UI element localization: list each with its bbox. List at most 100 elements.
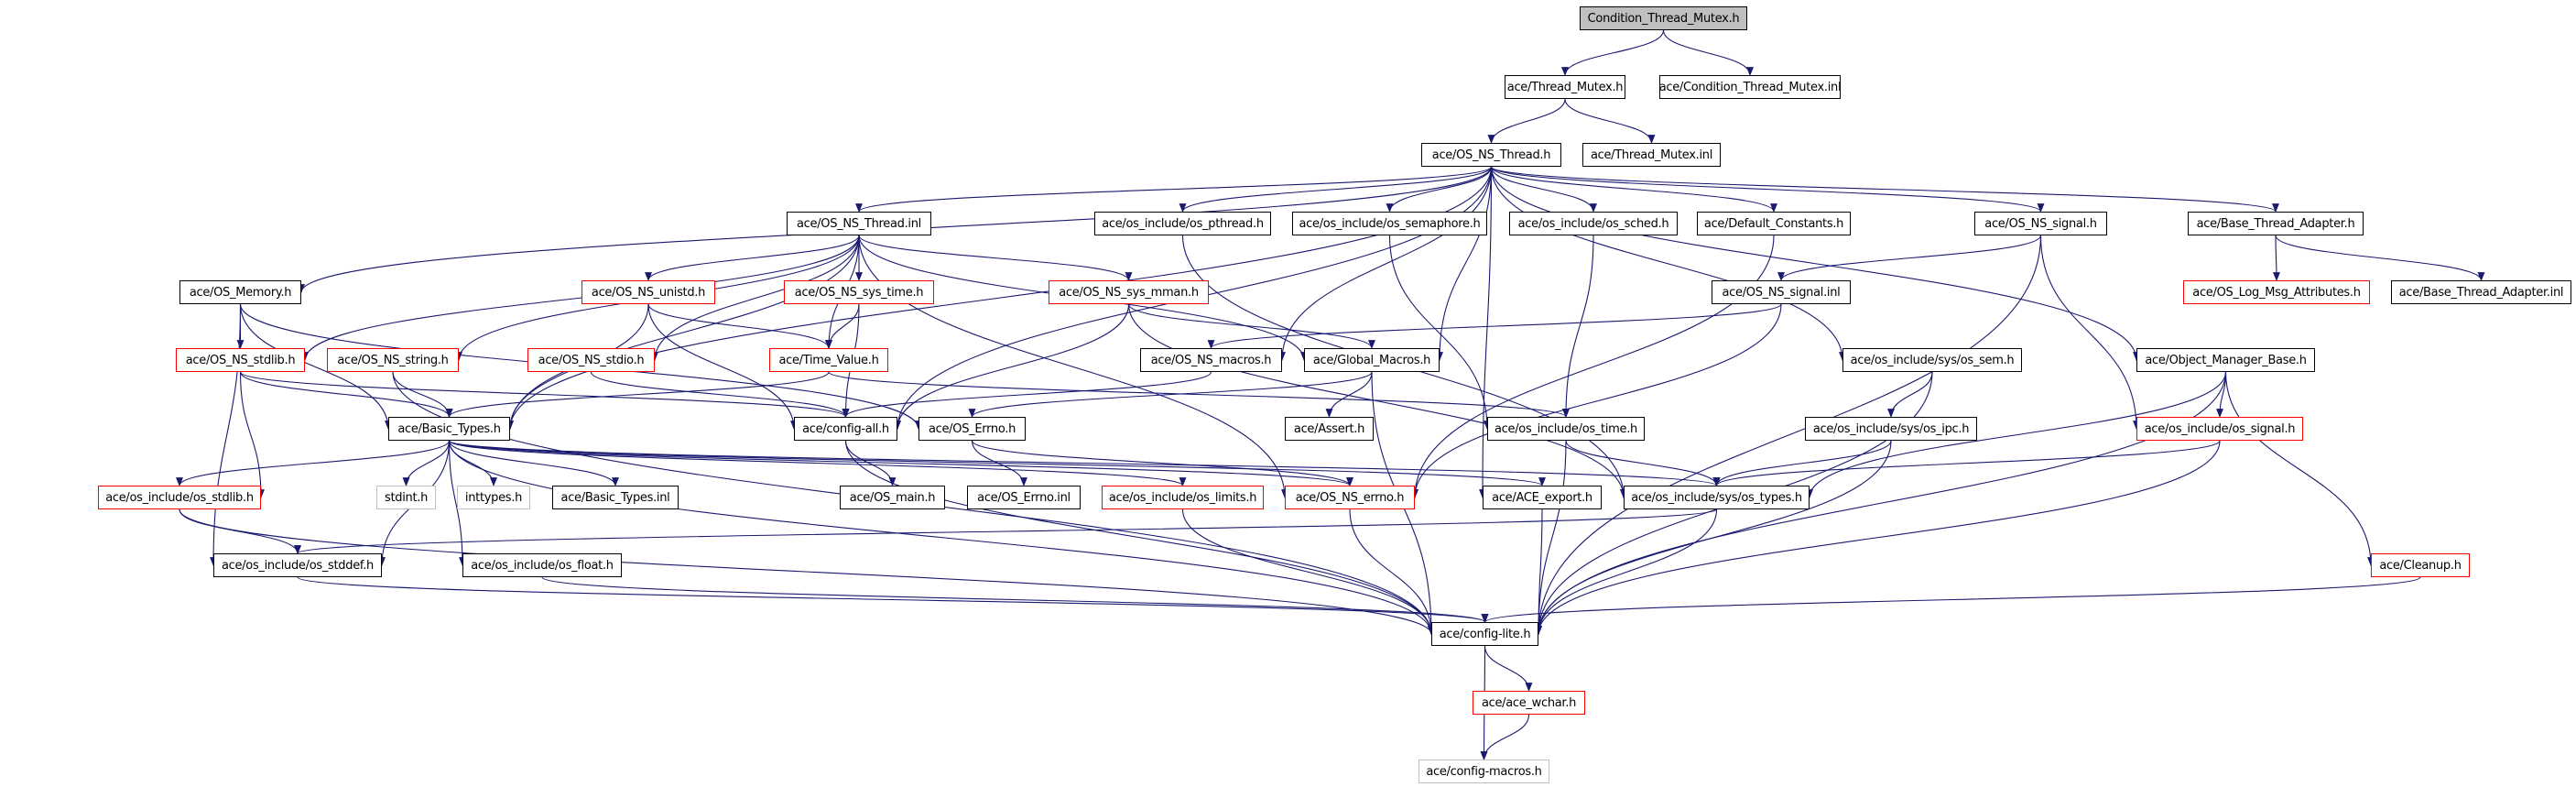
- graph-node-bta-h[interactable]: ace/Base_Thread_Adapter.h: [2188, 212, 2364, 235]
- edge-nsstdlib-to-configall: [239, 371, 850, 418]
- edge-timeval-to-basictypes: [445, 371, 830, 418]
- edge-basictypes-to-stdint: [402, 440, 451, 486]
- edge-basictypes-to-bt_inl: [448, 440, 619, 486]
- graph-node-stdint[interactable]: stdint.h: [376, 486, 436, 509]
- graph-node-oserrno[interactable]: ace/OS_Errno.h: [918, 417, 1026, 441]
- edge-tm_h-to-osnst_h: [1487, 98, 1566, 144]
- graph-node-osfloat[interactable]: ace/os_include/os_float.h: [462, 553, 622, 577]
- edge-basictypes-to-oslimits: [448, 440, 1187, 486]
- graph-node-ctm-h[interactable]: Condition_Thread_Mutex.h: [1580, 6, 1747, 30]
- edge-ossignal-to-configlite: [1535, 440, 2221, 635]
- graph-node-nsstdio[interactable]: ace/OS_NS_stdio.h: [527, 348, 655, 372]
- graph-node-aceexport[interactable]: ace/ACE_export.h: [1483, 486, 1602, 509]
- edge-sysmman-to-configall: [894, 303, 1130, 430]
- edge-basictypes-to-osfloat: [448, 440, 466, 566]
- graph-node-ossignal[interactable]: ace/os_include/os_signal.h: [2136, 417, 2303, 441]
- edge-nsstdlib-to-osstdlib: [239, 371, 265, 498]
- graph-node-oserrno-inl[interactable]: ace/OS_Errno.inl: [967, 486, 1081, 509]
- edge-osnssig_inl-to-nsmacros: [1207, 303, 1782, 349]
- graph-node-ostime[interactable]: ace/os_include/os_time.h: [1487, 417, 1645, 441]
- graph-node-nserrno[interactable]: ace/OS_NS_errno.h: [1285, 486, 1415, 509]
- edge-osfloat-to-configlite: [541, 576, 1489, 623]
- graph-node-configall[interactable]: ace/config-all.h: [794, 417, 897, 441]
- graph-node-nsstdlib[interactable]: ace/OS_NS_stdlib.h: [176, 348, 305, 372]
- edge-unistd-to-configall: [647, 303, 798, 430]
- edge-basictypes-to-ostypes: [448, 440, 1720, 486]
- graph-node-pthread[interactable]: ace/os_include/os_pthread.h: [1094, 212, 1271, 235]
- graph-node-defconst[interactable]: ace/Default_Constants.h: [1697, 212, 1851, 235]
- graph-node-ctm-inl[interactable]: ace/Condition_Thread_Mutex.inl: [1659, 75, 1842, 99]
- edge-osmem-to-osstddef: [210, 303, 242, 566]
- graph-node-unistd[interactable]: ace/OS_NS_unistd.h: [582, 280, 715, 304]
- edge-osstddef-to-configlite: [297, 576, 1488, 623]
- edge-ctm_h-to-tm_h: [1561, 29, 1665, 76]
- graph-node-semaphore[interactable]: ace/os_include/os_semaphore.h: [1292, 212, 1487, 235]
- graph-node-configlite[interactable]: ace/config-lite.h: [1431, 622, 1538, 646]
- graph-node-nsstring[interactable]: ace/OS_NS_string.h: [327, 348, 459, 372]
- edge-osnst_inl-to-unistd: [645, 235, 860, 281]
- edge-osnst_h-to-sched: [1490, 166, 1597, 213]
- edge-ostime-to-ostypes: [1565, 440, 1721, 486]
- edge-semaphore-to-ostime: [1388, 235, 1491, 430]
- edge-basictypes-to-aceexport: [448, 440, 1546, 486]
- edge-osnssig_h-to-osnssig_inl: [1777, 235, 2042, 281]
- edge-ostime-to-configlite: [1535, 440, 1567, 635]
- graph-node-tm-h[interactable]: ace/Thread_Mutex.h: [1505, 75, 1625, 99]
- edge-basictypes-to-nserrno: [448, 440, 1353, 486]
- edge-bta_h-to-logmsg: [2273, 235, 2280, 281]
- graph-node-oslimits[interactable]: ace/os_include/os_limits.h: [1102, 486, 1264, 509]
- graph-node-osnssig-h[interactable]: ace/OS_NS_signal.h: [1974, 212, 2107, 235]
- graph-node-timeval[interactable]: ace/Time_Value.h: [769, 348, 888, 372]
- graph-node-osstddef[interactable]: ace/os_include/os_stddef.h: [213, 553, 382, 577]
- edge-nsstdlib-to-basictypes: [239, 371, 453, 418]
- edge-tm_h-to-tm_inl: [1564, 98, 1656, 144]
- edge-wchar-to-configmacros: [1480, 714, 1530, 760]
- graph-node-assert[interactable]: ace/Assert.h: [1285, 417, 1374, 441]
- graph-node-logmsg[interactable]: ace/OS_Log_Msg_Attributes.h: [2183, 280, 2370, 304]
- graph-node-sysmman[interactable]: ace/OS_NS_sys_mman.h: [1049, 280, 1209, 304]
- graph-node-tm-inl[interactable]: ace/Thread_Mutex.inl: [1582, 143, 1721, 167]
- graph-node-systime[interactable]: ace/OS_NS_sys_time.h: [784, 280, 934, 304]
- edge-osnst_inl-to-nsstdio: [651, 235, 860, 361]
- graph-node-sched[interactable]: ace/os_include/os_sched.h: [1509, 212, 1678, 235]
- graph-node-cleanup[interactable]: ace/Cleanup.h: [2371, 553, 2470, 577]
- edge-osnst_h-to-bta_h: [1490, 166, 2279, 213]
- edge-sysmman-to-globmac: [1127, 303, 1375, 349]
- edge-basictypes-to-configlite: [448, 440, 1435, 635]
- edge-bta_h-to-bta_inl: [2275, 235, 2485, 281]
- edge-globmac-to-oserrno: [968, 371, 1373, 418]
- graph-node-inttypes[interactable]: inttypes.h: [457, 486, 530, 509]
- edge-nsstdio-to-configall: [590, 371, 850, 418]
- graph-node-wchar[interactable]: ace/ace_wchar.h: [1473, 691, 1585, 715]
- graph-node-bt-inl[interactable]: ace/Basic_Types.inl: [552, 486, 679, 509]
- graph-node-bta-inl[interactable]: ace/Base_Thread_Adapter.inl: [2391, 280, 2571, 304]
- edge-cleanup-to-configlite: [1481, 576, 2421, 623]
- edge-osnst_h-to-osnst_inl: [855, 166, 1493, 213]
- edge-osnst_inl-to-sysmman: [858, 235, 1133, 281]
- edge-aceexport-to-configlite: [1535, 508, 1543, 635]
- edge-oserrno-to-oserrno_inl: [971, 440, 1027, 486]
- graph-node-osmem[interactable]: ace/OS_Memory.h: [179, 280, 301, 304]
- edge-osnst_h-to-nsmacros: [1278, 166, 1493, 361]
- edge-osnst_h-to-omb: [1490, 166, 2140, 361]
- graph-node-osnssig-inl[interactable]: ace/OS_NS_signal.inl: [1712, 280, 1851, 304]
- graph-node-osnst-h[interactable]: ace/OS_NS_Thread.h: [1421, 143, 1561, 167]
- graph-node-ostypes[interactable]: ace/os_include/sys/os_types.h: [1624, 486, 1810, 509]
- graph-node-omb[interactable]: ace/Object_Manager_Base.h: [2136, 348, 2315, 372]
- graph-node-globmac[interactable]: ace/Global_Macros.h: [1304, 348, 1440, 372]
- edge-basictypes-to-osstdlib: [176, 440, 451, 486]
- graph-node-osipc[interactable]: ace/os_include/sys/os_ipc.h: [1805, 417, 1977, 441]
- edge-osnssig_h-to-ossignal: [2039, 235, 2140, 430]
- graph-node-configmacros[interactable]: ace/config-macros.h: [1418, 760, 1549, 783]
- graph-node-osstdlib[interactable]: ace/os_include/os_stdlib.h: [98, 486, 261, 509]
- edge-ostypes-to-configlite: [1535, 508, 1718, 635]
- graph-node-osmain[interactable]: ace/OS_main.h: [840, 486, 945, 509]
- graph-node-basictypes[interactable]: ace/Basic_Types.h: [388, 417, 510, 441]
- graph-node-ossem[interactable]: ace/os_include/sys/os_sem.h: [1842, 348, 2022, 372]
- edge-configall-to-configlite: [844, 440, 1435, 635]
- graph-node-nsmacros[interactable]: ace/OS_NS_macros.h: [1140, 348, 1282, 372]
- edge-systime-to-timeval: [825, 303, 860, 349]
- graph-node-osnst-inl[interactable]: ace/OS_NS_Thread.inl: [787, 212, 931, 235]
